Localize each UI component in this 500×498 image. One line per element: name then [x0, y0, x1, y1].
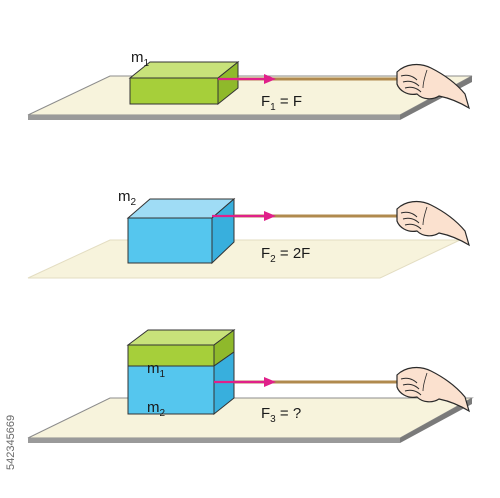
panel-2: m2 F2 = 2F: [27, 188, 470, 279]
block-stack: [126, 329, 236, 416]
block-m1: [128, 60, 240, 106]
force-label-f3: F3 = ?: [261, 405, 301, 425]
panel-1: m1 F1 = F: [27, 49, 473, 120]
table-edge: [28, 115, 400, 120]
table-top: [27, 397, 474, 439]
mass-label-m1: m1: [131, 49, 150, 69]
mass-label-m2: m2: [147, 399, 166, 419]
force-label-f1: F1 = F: [261, 93, 302, 113]
force-arrow: [214, 377, 276, 387]
watermark-id: 542345669: [5, 415, 17, 470]
force-arrow: [218, 74, 276, 84]
force-arrow: [212, 211, 276, 221]
hand-icon: [396, 200, 470, 246]
mass-label-m1: m1: [147, 360, 166, 380]
mass-label-m2: m2: [118, 188, 137, 208]
panel-3: m1 m2 F3 = ?: [27, 329, 474, 443]
block-m2: [126, 197, 236, 265]
table-edge: [28, 438, 400, 443]
table-top: [27, 239, 461, 279]
force-label-f2: F2 = 2F: [261, 245, 310, 265]
